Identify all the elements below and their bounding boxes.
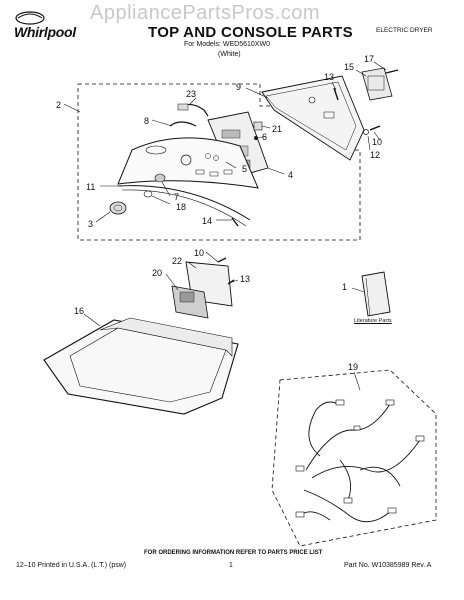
- console-trim: [121, 189, 247, 227]
- callout-7: 7: [174, 192, 179, 202]
- literature-parts-label: Literature Parts: [354, 318, 392, 324]
- part-number: Part No. W10385989 Rev. A: [344, 562, 432, 569]
- brand-name: Whirlpool: [14, 24, 76, 40]
- callout-10: 10: [372, 137, 382, 147]
- callout-10b: 10: [194, 248, 204, 258]
- screw: [385, 69, 399, 74]
- callout-9: 9: [236, 82, 241, 92]
- callout-18: 18: [176, 202, 186, 212]
- print-info: 12–10 Printed in U.S.A. (L.T.) (psw): [16, 562, 127, 569]
- main-wire-harness: [299, 401, 421, 523]
- screw: [217, 257, 227, 263]
- console-bracket: [361, 67, 393, 101]
- callout-17: 17: [364, 54, 374, 64]
- callout-5: 5: [242, 164, 247, 174]
- callout-22: 22: [172, 256, 182, 266]
- bracket-clip: [253, 121, 263, 131]
- callout-13: 13: [324, 72, 334, 82]
- callout-21: 21: [272, 124, 282, 134]
- screw: [369, 125, 381, 131]
- callout-23: 23: [186, 89, 196, 99]
- screw: [227, 279, 235, 285]
- harness-boundary: [271, 369, 437, 547]
- callout-16: 16: [74, 306, 84, 316]
- ordering-note: FOR ORDERING INFORMATION REFER TO PARTS …: [144, 550, 323, 556]
- whirlpool-logo: [15, 11, 45, 25]
- dryer-top-lid: [43, 317, 239, 415]
- models-line: For Models: WED5610XW0: [184, 41, 270, 48]
- screw-head: [254, 136, 258, 140]
- callout-2: 2: [56, 100, 61, 110]
- literature-parts-icon: [361, 271, 391, 317]
- callout-14: 14: [202, 216, 212, 226]
- callout-13b: 13: [240, 274, 250, 284]
- selector-ring: [154, 173, 166, 183]
- callout-20: 20: [152, 268, 162, 278]
- color-line: (White): [218, 51, 241, 58]
- console-back-panel: [261, 75, 365, 161]
- watermark: AppliancePartsPros.com: [90, 2, 320, 24]
- product-type: ELECTRIC DRYER: [376, 27, 433, 34]
- callout-4: 4: [288, 170, 293, 180]
- callout-11: 11: [86, 182, 95, 192]
- callout-6: 6: [262, 132, 267, 142]
- console-trim: [117, 185, 251, 221]
- page-number: 1: [229, 562, 233, 569]
- callout-3: 3: [88, 219, 93, 229]
- callout-12: 12: [370, 150, 380, 160]
- lid-switch: [171, 285, 209, 319]
- callout-19: 19: [348, 362, 358, 372]
- callout-15: 15: [344, 62, 354, 72]
- washer: [363, 129, 369, 135]
- page-title: TOP AND CONSOLE PARTS: [148, 24, 353, 41]
- button-strip: [169, 121, 197, 127]
- callout-1: 1: [342, 282, 347, 292]
- harness-connectors: [295, 399, 425, 518]
- callout-8: 8: [144, 116, 149, 126]
- knob: [109, 201, 127, 215]
- console: [117, 137, 259, 189]
- screw: [333, 87, 339, 101]
- screw: [231, 217, 239, 227]
- knob-insert: [143, 190, 153, 198]
